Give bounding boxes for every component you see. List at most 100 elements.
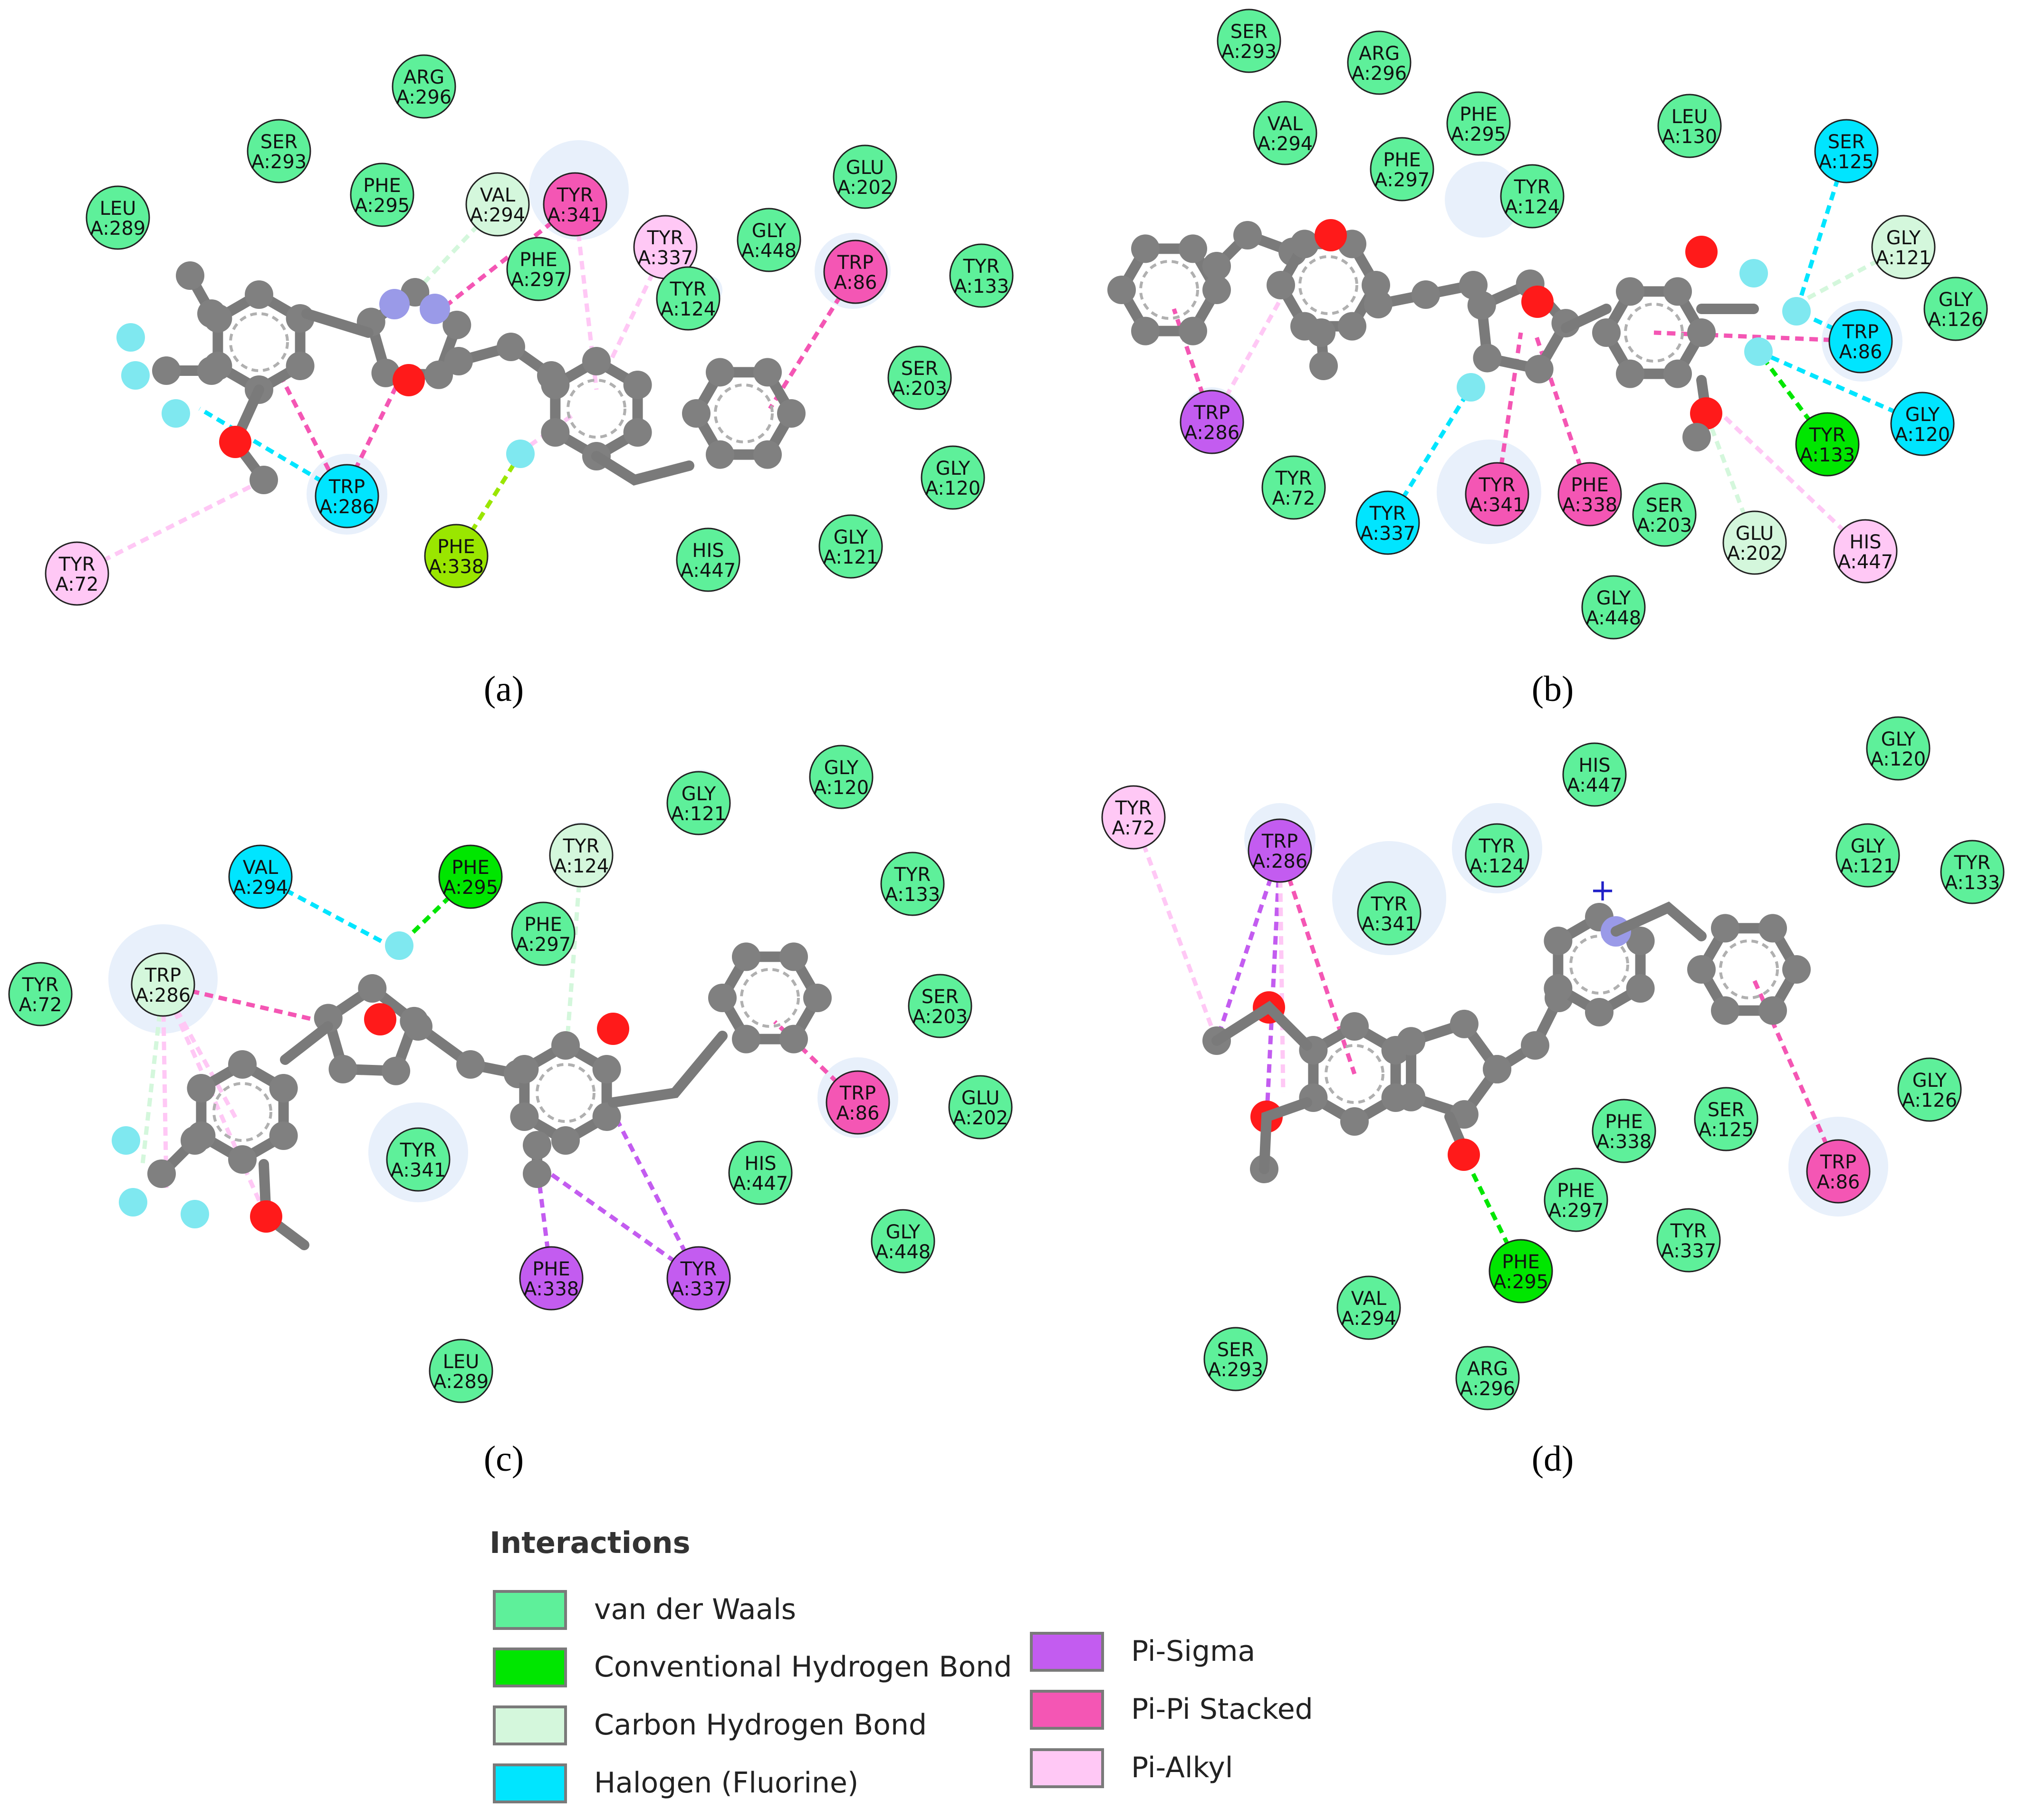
oxygen-atom <box>364 1003 396 1035</box>
residue-number: A:121 <box>1876 247 1931 269</box>
residue-circle <box>1833 519 1898 584</box>
positive-charge-sign: + <box>1590 873 1615 908</box>
residue-circle <box>1370 137 1434 201</box>
residue-name: PHE <box>1557 1180 1594 1202</box>
residue-name: TRP <box>1261 831 1298 853</box>
residue-name: TYR <box>894 864 931 886</box>
aromatic-ring-marker <box>212 1082 272 1142</box>
carbon-atom <box>328 1054 357 1083</box>
panel-label: (b) <box>1532 669 1574 709</box>
residue-name: TYR <box>1275 468 1312 489</box>
residue-circle <box>438 844 503 909</box>
fluorine-atom <box>119 1188 147 1217</box>
residue-circle <box>1336 1275 1401 1340</box>
carbon-atom <box>382 1056 411 1085</box>
carbon-atom <box>1467 291 1496 320</box>
interaction-line <box>1210 293 1285 423</box>
residue-circle <box>1923 277 1988 341</box>
interaction-line <box>768 270 857 410</box>
residue-number: A:124 <box>1505 196 1560 218</box>
residue-circle <box>818 514 883 579</box>
residue-name: TYR <box>1369 503 1406 525</box>
residue-circle <box>1592 1099 1656 1163</box>
residue-circle <box>131 952 195 1017</box>
residue-number: A:124 <box>661 298 716 320</box>
carbon-atom <box>1626 974 1655 1003</box>
residue-number: A:121 <box>823 546 878 568</box>
residue-name: LEU <box>100 198 136 220</box>
carbon-atom <box>1616 277 1644 306</box>
residue-circle <box>543 172 607 237</box>
residue-name: HIS <box>1578 755 1610 776</box>
residue-circle <box>737 208 801 272</box>
carbon-atom <box>1663 277 1692 306</box>
residue-circle <box>228 844 293 909</box>
nitrogen-atom <box>420 294 450 324</box>
interaction-line <box>1131 816 1219 1042</box>
residue-number: A:202 <box>953 1107 1008 1129</box>
carbon-atom <box>250 466 278 494</box>
residue-name: TRP <box>839 1082 876 1104</box>
residue-number: A:338 <box>429 556 484 578</box>
oxygen-atom <box>1448 1139 1480 1171</box>
residue-name: VAL <box>243 857 279 879</box>
residue-circle <box>1722 510 1787 575</box>
residue-number: A:72 <box>1112 817 1155 839</box>
carbon-atom <box>1483 1055 1511 1083</box>
residue-number: A:341 <box>391 1159 446 1181</box>
residue-name: GLY <box>824 757 859 779</box>
legend-swatch <box>1030 1690 1104 1730</box>
legend-label: Pi-Pi Stacked <box>1131 1693 1313 1726</box>
residue-circle <box>1871 215 1936 279</box>
residue-name: GLU <box>961 1087 1000 1109</box>
residue-name: GLY <box>1881 728 1916 750</box>
residue-circle <box>1890 392 1955 456</box>
panel-labels-layer: (a)(b)(c)(d) <box>484 669 1574 1479</box>
carbon-atom <box>523 1131 551 1159</box>
residue-circle <box>656 266 720 331</box>
ligand-bond <box>591 451 694 486</box>
residue-name: GLY <box>1886 227 1921 249</box>
legend-label: Conventional Hydrogen Bond <box>594 1650 1012 1684</box>
residue-circle <box>1253 101 1317 165</box>
residue-name: TYR <box>1115 797 1152 819</box>
residue-number: A:72 <box>55 574 98 595</box>
aromatic-ring-marker <box>1325 1044 1384 1104</box>
residue-number: A:120 <box>1871 748 1926 770</box>
residue-number: A:133 <box>885 884 940 906</box>
carbon-atom <box>197 299 226 328</box>
carbon-atom <box>592 1102 621 1131</box>
carbon-atom <box>181 1126 209 1155</box>
residue-name: TYR <box>1514 176 1551 198</box>
carbon-atom <box>1309 352 1338 380</box>
carbon-atom <box>1711 996 1739 1025</box>
residue-number: A:286 <box>1252 851 1307 872</box>
legend-swatch <box>493 1648 567 1687</box>
fluorine-atom <box>1744 337 1773 366</box>
residue-name: GLY <box>834 527 868 548</box>
carbon-atom <box>286 352 315 380</box>
residue-circle <box>1795 412 1860 477</box>
residue-name: PHE <box>1502 1251 1539 1273</box>
ligand-bond <box>1211 1000 1312 1051</box>
residue-number: A:338 <box>1596 1131 1652 1153</box>
residue-name: VAL <box>1351 1288 1387 1310</box>
carbon-atom <box>1663 359 1692 388</box>
carbon-atom <box>732 942 760 971</box>
oxygen-atom <box>597 1013 629 1045</box>
residue-circle <box>1814 119 1879 183</box>
residue-number: A:447 <box>681 560 736 582</box>
